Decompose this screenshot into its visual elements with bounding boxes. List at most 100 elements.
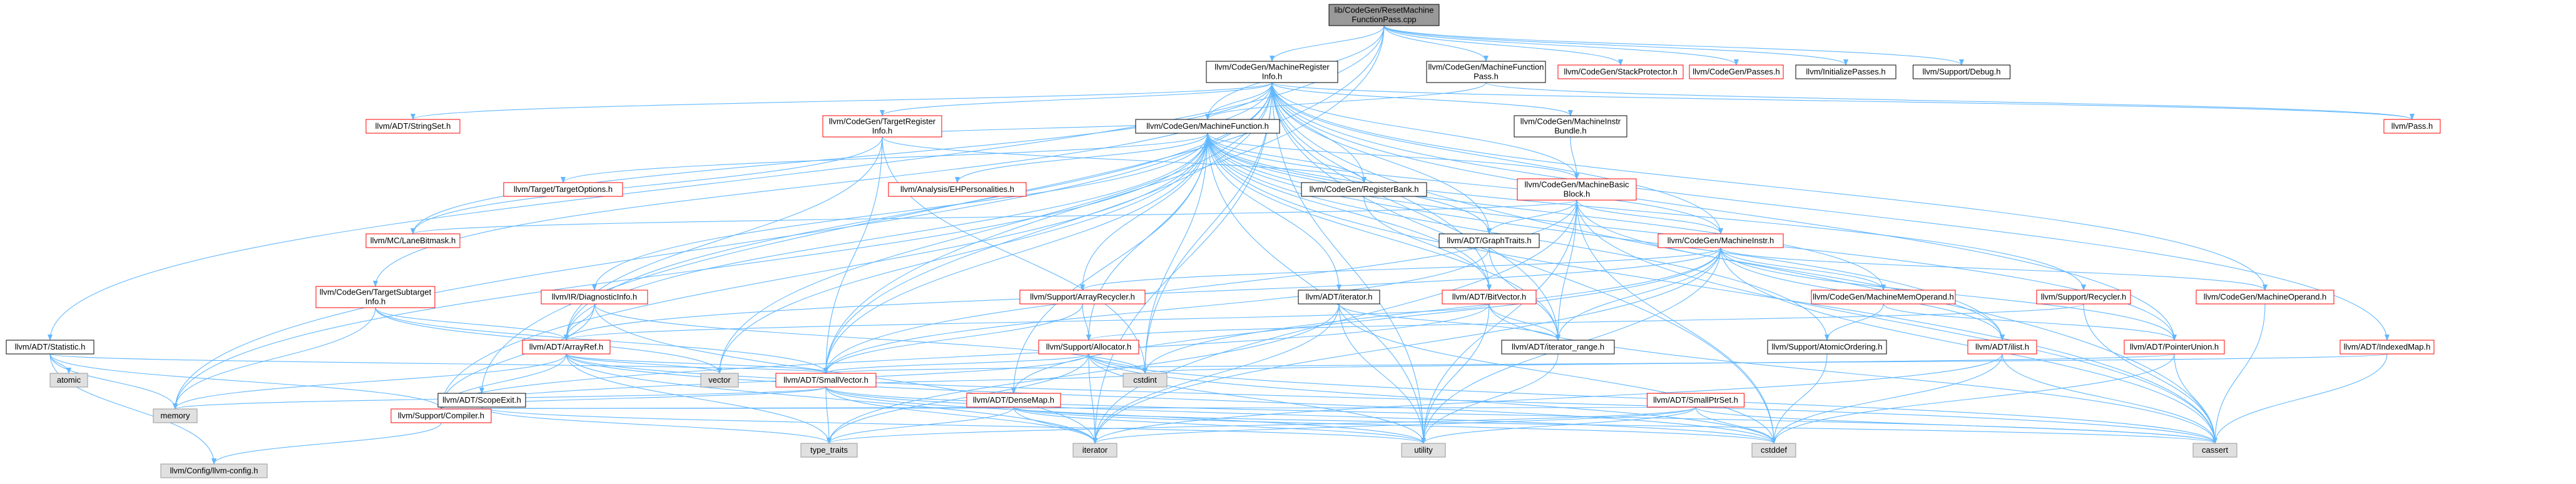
edge-mi-to-mmo [1720, 247, 1886, 291]
node-smallvector[interactable]: llvm/ADT/SmallVector.h [775, 373, 877, 388]
edge-bitvector-to-itrange [1489, 303, 1560, 341]
node-box [522, 340, 611, 355]
node-debug[interactable]: llvm/Support/Debug.h [1913, 64, 2010, 79]
node-label: type_traits [810, 445, 848, 455]
node-statistic[interactable]: llvm/ADT/Statistic.h [6, 340, 94, 355]
node-atomicordering[interactable]: llvm/Support/AtomicOrdering.h [1767, 340, 1887, 355]
edge-statistic-to-memory [49, 353, 178, 410]
node-box [160, 463, 268, 478]
node-label: Info.h [365, 297, 386, 306]
edge-arrayrecycler-to-smallvector [823, 303, 1083, 374]
edge-recycler-to-cassert [2083, 303, 2217, 444]
node-label: llvm/CodeGen/MachineFunction [1428, 63, 1544, 72]
node-initpasses[interactable]: llvm/InitializePasses.h [1795, 64, 1896, 79]
node-box [2036, 290, 2131, 305]
node-box [1442, 290, 1537, 305]
edge-mfp-to-mf [1205, 82, 1487, 120]
node-densemap[interactable]: llvm/ADT/DenseMap.h [966, 393, 1061, 408]
edge-allocator-to-smallvector [823, 353, 1089, 374]
edge-bitvector-to-compiler [439, 303, 1490, 410]
nodes-layer: lib/CodeGen/ResetMachineFunctionPass.cpp… [6, 4, 2441, 478]
node-itrange[interactable]: llvm/ADT/iterator_range.h [1501, 340, 1615, 355]
edge-smallptrset-to-type_traits [827, 406, 1696, 444]
node-box [966, 393, 1061, 408]
node-label: llvm/CodeGen/MachineOperand.h [2204, 292, 2327, 301]
node-graphtraits[interactable]: llvm/ADT/GraphTraits.h [1438, 233, 1540, 248]
node-box [1019, 290, 1146, 305]
node-box [1657, 233, 1784, 248]
node-box [800, 443, 858, 458]
node-mmo[interactable]: llvm/CodeGen/MachineMemOperand.h [1811, 290, 1956, 305]
node-atomic: atomic [49, 373, 88, 388]
node-allocator[interactable]: llvm/Support/Allocator.h [1038, 340, 1139, 355]
node-scopeexit[interactable]: llvm/ADT/ScopeExit.h [437, 393, 526, 408]
node-pointerunion[interactable]: llvm/ADT/PointerUnion.h [2124, 340, 2225, 355]
edge-allocator-to-cstddef [1088, 353, 1776, 444]
edge-mf-to-cassert [1207, 133, 2217, 444]
edge-scopeexit-to-type_traits [481, 406, 832, 444]
node-label: llvm/CodeGen/TargetRegister [829, 117, 936, 126]
edge-mri-to-indexedmap [1271, 82, 2390, 341]
edge-pointerunion-to-cassert [2174, 353, 2217, 444]
node-ilist[interactable]: llvm/ADT/ilist.h [1967, 340, 2037, 355]
node-label: llvm/ADT/iterator_range.h [1512, 342, 1604, 351]
node-box [888, 182, 1027, 197]
node-mi[interactable]: llvm/CodeGen/MachineInstr.h [1657, 233, 1784, 248]
edge-mf-to-targetopts [561, 133, 1208, 183]
node-utility: utility [1401, 443, 1446, 458]
edge-mri-to-cstddef [1271, 82, 1776, 444]
node-box [1517, 178, 1637, 201]
node-indexedmap[interactable]: llvm/ADT/IndexedMap.h [2339, 340, 2435, 355]
edge-bitvector-to-cassert [1489, 303, 2217, 444]
node-label: llvm/Analysis/EHPersonalities.h [900, 184, 1014, 194]
node-label: llvm/CodeGen/MachineRegister [1214, 63, 1330, 72]
node-stringset[interactable]: llvm/ADT/StringSet.h [365, 119, 461, 134]
node-diaginfo[interactable]: llvm/IR/DiagnosticInfo.h [541, 290, 648, 305]
node-label: llvm/ADT/StringSet.h [375, 121, 451, 131]
node-lanebitmask[interactable]: llvm/MC/LaneBitmask.h [365, 233, 461, 248]
node-label: llvm/CodeGen/StackProtector.h [1564, 67, 1677, 76]
node-arrayref[interactable]: llvm/ADT/ArrayRef.h [522, 340, 611, 355]
node-regbank[interactable]: llvm/CodeGen/RegisterBank.h [1301, 182, 1427, 197]
node-bitvector[interactable]: llvm/ADT/BitVector.h [1442, 290, 1537, 305]
node-box [1967, 340, 2037, 355]
node-label: llvm/ADT/iterator.h [1306, 292, 1373, 301]
edge-allocator-to-type_traits [827, 353, 1089, 444]
edge-mri-to-stringset [410, 82, 1273, 120]
node-mo[interactable]: llvm/CodeGen/MachineOperand.h [2196, 290, 2334, 305]
edge-mf-to-diaginfo [592, 133, 1208, 291]
edge-root-to-initpasses [1383, 25, 1848, 66]
edge-mf-to-bitvector [1207, 133, 1492, 291]
node-label: llvm/InitializePasses.h [1806, 67, 1885, 76]
node-label: llvm/ADT/IndexedMap.h [2344, 342, 2431, 351]
node-stackprot[interactable]: llvm/CodeGen/StackProtector.h [1557, 64, 1684, 79]
node-pass[interactable]: llvm/Pass.h [2383, 119, 2441, 134]
edge-mf-to-vector [717, 133, 1208, 374]
node-passes[interactable]: llvm/CodeGen/Passes.h [1689, 64, 1784, 79]
node-arrayrecycler[interactable]: llvm/Support/ArrayRecycler.h [1019, 290, 1146, 305]
node-targetopts[interactable]: llvm/Target/TargetOptions.h [503, 182, 623, 197]
edge-smallptrset-to-utility [1421, 406, 1696, 444]
edge-root-to-mfp [1383, 25, 1489, 62]
node-smallptrset[interactable]: llvm/ADT/SmallPtrSet.h [1647, 393, 1744, 408]
node-box [1328, 4, 1440, 26]
node-label: Bundle.h [1554, 126, 1586, 136]
node-compiler[interactable]: llvm/Support/Compiler.h [390, 408, 492, 423]
edge-adtiterator-to-cstddef [1338, 303, 1776, 444]
node-mf[interactable]: llvm/CodeGen/MachineFunction.h [1135, 119, 1280, 134]
node-box [1123, 373, 1168, 388]
edge-adtiterator-to-itrange [1338, 303, 1560, 341]
node-adtiterator[interactable]: llvm/ADT/iterator.h [1298, 290, 1380, 305]
node-recycler[interactable]: llvm/Support/Recycler.h [2036, 290, 2131, 305]
edge-mri-to-cassert [1271, 82, 2217, 444]
node-ehpers[interactable]: llvm/Analysis/EHPersonalities.h [888, 182, 1027, 197]
node-box [2383, 119, 2441, 134]
node-box [365, 233, 461, 248]
